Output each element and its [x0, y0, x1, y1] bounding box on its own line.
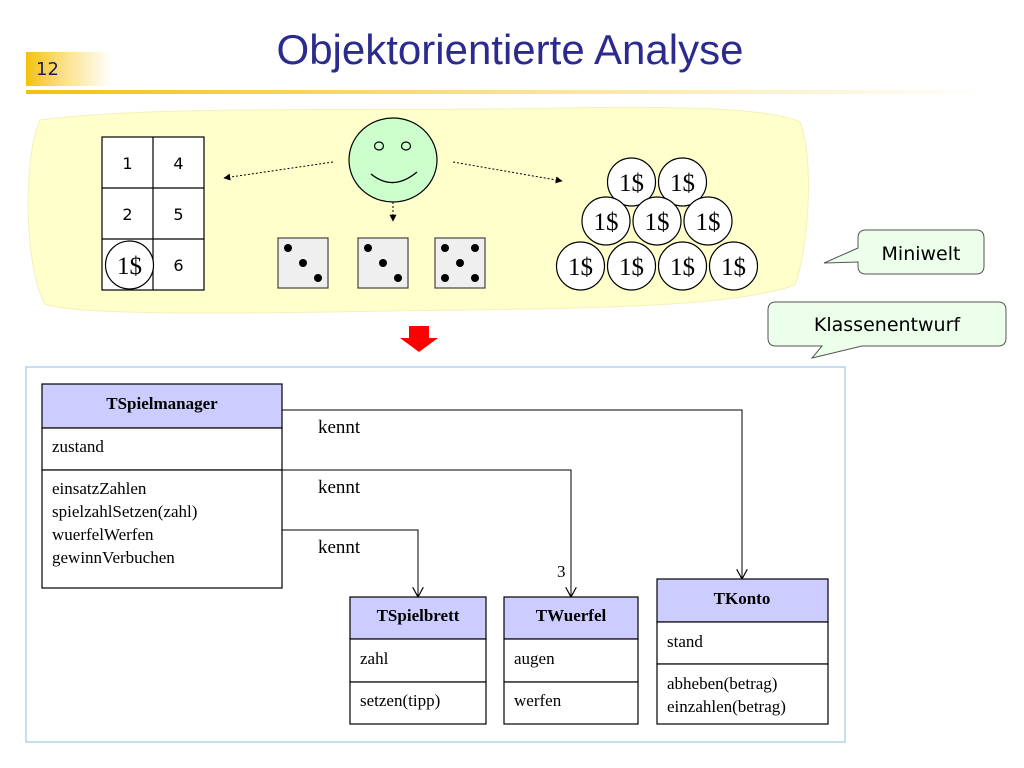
coin-label: 1$	[594, 209, 619, 236]
coin	[657, 157, 708, 207]
coin-label: 1$	[645, 209, 670, 236]
coin	[581, 196, 631, 246]
callout-miniwelt: Miniwelt	[823, 229, 985, 275]
class-attribute: zahl	[360, 649, 389, 668]
transition-arrow	[400, 326, 438, 352]
coin	[657, 241, 708, 291]
class-method: werfen	[514, 691, 562, 710]
class-attribute: augen	[514, 649, 555, 668]
class-method: gewinnVerbuchen	[52, 548, 175, 567]
die	[357, 237, 409, 289]
coin-label: 1$	[721, 254, 746, 281]
class-method: einsatzZahlen	[52, 479, 147, 498]
class-name: TSpielmanager	[106, 394, 218, 413]
board-coin	[104, 240, 155, 290]
class-method: abheben(betrag)	[667, 674, 777, 693]
callout-miniwelt-label: Miniwelt	[882, 243, 961, 265]
class-method: einzahlen(betrag)	[667, 697, 786, 716]
slide-number-badge: 12	[26, 52, 112, 86]
board-cell-number: 1	[122, 154, 132, 173]
class-name: TSpielbrett	[377, 606, 460, 625]
title-divider	[26, 90, 986, 94]
association-konto	[282, 409, 742, 579]
smiley-face	[348, 117, 438, 203]
die	[434, 237, 486, 289]
multiplicity-wuerfel: 3	[557, 562, 566, 581]
coin-label: 1$	[670, 254, 695, 281]
board-cell-number: 4	[173, 154, 183, 173]
board-coin-label: 1$	[117, 253, 142, 280]
coin	[606, 241, 657, 291]
class-twuerfel: TWuerfel augen werfen	[503, 596, 639, 725]
coin-label: 1$	[619, 254, 644, 281]
class-method: wuerfelWerfen	[52, 525, 154, 544]
coin-pyramid: 1$1$1$1$1$1$1$1$1$	[555, 157, 759, 291]
coin-label: 1$	[568, 254, 593, 281]
class-name: TKonto	[714, 589, 771, 608]
class-attribute: stand	[667, 632, 703, 651]
coin	[606, 157, 657, 207]
coin	[555, 241, 606, 291]
coin-label: 1$	[696, 209, 721, 236]
class-method: spielzahlSetzen(zahl)	[52, 502, 197, 521]
callout-klassenentwurf: Klassenentwurf	[767, 301, 1007, 359]
coin	[683, 196, 733, 246]
class-tkonto: TKonto stand abheben(betrag) einzahlen(b…	[656, 578, 829, 725]
board-cell-number: 5	[173, 205, 183, 224]
callout-klassenentwurf-label: Klassenentwurf	[814, 314, 961, 336]
association-spielbrett	[282, 529, 418, 597]
page-title: Objektorientierte Analyse	[276, 26, 744, 73]
slide-number: 12	[36, 59, 59, 80]
class-tspielbrett: TSpielbrett zahl setzen(tipp)	[349, 596, 487, 725]
association-wuerfel	[282, 469, 571, 597]
coin-label: 1$	[619, 170, 644, 197]
board-cell-number: 2	[122, 205, 132, 224]
class-name: TWuerfel	[536, 606, 607, 625]
arrow-to-coins	[452, 161, 563, 184]
coin	[708, 241, 759, 291]
die	[277, 237, 329, 289]
association-label-wuerfel: kennt	[318, 477, 361, 498]
coin-label: 1$	[670, 170, 695, 197]
coin	[632, 196, 682, 246]
association-label-spielbrett: kennt	[318, 537, 361, 558]
association-label-konto: kennt	[318, 417, 361, 438]
class-method: setzen(tipp)	[360, 691, 440, 710]
dice-group	[277, 237, 486, 289]
class-attribute: zustand	[52, 437, 104, 456]
board-cell-number: 6	[173, 256, 183, 275]
class-tspielmanager: TSpielmanager zustand einsatzZahlen spie…	[41, 383, 283, 589]
game-board: 1 4 2 5 6 1$	[101, 136, 205, 291]
